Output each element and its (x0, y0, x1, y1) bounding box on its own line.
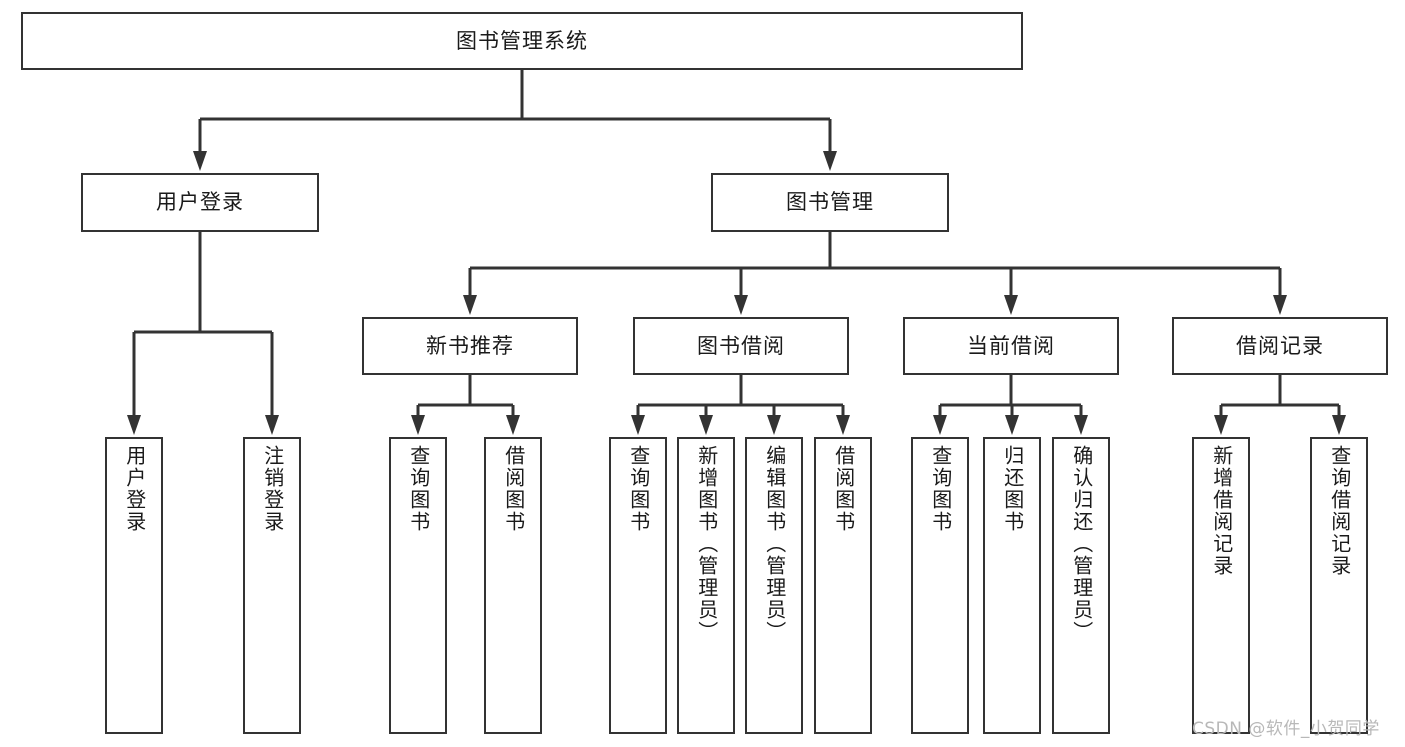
arrow-head-icon (463, 295, 477, 315)
node-leaf-add-record[interactable]: 新增借阅记录 (1192, 437, 1250, 734)
node-label: 借阅记录 (1236, 333, 1324, 358)
arrow-head-icon (411, 415, 425, 435)
node-label: 注销登录 (260, 445, 285, 533)
arrow-head-icon (734, 295, 748, 315)
node-label: 查询图书 (928, 445, 953, 533)
node-leaf-query-book-1[interactable]: 查询图书 (389, 437, 447, 734)
arrow-head-icon (127, 415, 141, 435)
node-label: 图书管理 (786, 190, 874, 215)
arrow-head-icon (631, 415, 645, 435)
node-root[interactable]: 图书管理系统 (21, 12, 1023, 70)
arrow-head-icon (933, 415, 947, 435)
node-leaf-query-book-3[interactable]: 查询图书 (911, 437, 969, 734)
node-leaf-borrow-book-1[interactable]: 借阅图书 (484, 437, 542, 734)
arrow-head-icon (1005, 415, 1019, 435)
node-label: 新增借阅记录 (1209, 445, 1234, 577)
node-label: 编辑图书（管理员） (762, 445, 787, 643)
node-label: 用户登录 (156, 190, 244, 215)
arrow-head-icon (506, 415, 520, 435)
arrow-head-icon (1273, 295, 1287, 315)
arrow-head-icon (1332, 415, 1346, 435)
node-leaf-return-book[interactable]: 归还图书 (983, 437, 1041, 734)
node-label: 查询图书 (626, 445, 651, 533)
node-label: 查询借阅记录 (1327, 445, 1352, 577)
watermark-text: CSDN @软件_小贺同学 (1192, 719, 1380, 739)
node-label: 新增图书（管理员） (694, 445, 719, 643)
node-leaf-add-book[interactable]: 新增图书（管理员） (677, 437, 735, 734)
node-leaf-user-login[interactable]: 用户登录 (105, 437, 163, 734)
node-book-borrow[interactable]: 图书借阅 (633, 317, 849, 375)
node-label: 归还图书 (1000, 445, 1025, 533)
arrow-head-icon (1074, 415, 1088, 435)
arrow-head-icon (836, 415, 850, 435)
node-leaf-borrow-book-2[interactable]: 借阅图书 (814, 437, 872, 734)
node-label: 新书推荐 (426, 333, 514, 358)
node-label: 查询图书 (406, 445, 431, 533)
node-label: 用户登录 (122, 445, 147, 533)
node-new-book-rec[interactable]: 新书推荐 (362, 317, 578, 375)
node-current-borrow[interactable]: 当前借阅 (903, 317, 1119, 375)
node-user-login[interactable]: 用户登录 (81, 173, 319, 232)
node-label: 图书借阅 (697, 333, 785, 358)
node-borrow-record[interactable]: 借阅记录 (1172, 317, 1388, 375)
node-leaf-query-record[interactable]: 查询借阅记录 (1310, 437, 1368, 734)
node-label: 借阅图书 (831, 445, 856, 533)
arrow-head-icon (1214, 415, 1228, 435)
node-label: 借阅图书 (501, 445, 526, 533)
node-book-manage[interactable]: 图书管理 (711, 173, 949, 232)
arrow-head-icon (823, 151, 837, 171)
node-leaf-query-book-2[interactable]: 查询图书 (609, 437, 667, 734)
arrow-head-icon (1004, 295, 1018, 315)
node-leaf-confirm-return[interactable]: 确认归还（管理员） (1052, 437, 1110, 734)
node-label: 当前借阅 (967, 333, 1055, 358)
node-leaf-edit-book[interactable]: 编辑图书（管理员） (745, 437, 803, 734)
arrow-head-icon (193, 151, 207, 171)
arrow-head-icon (699, 415, 713, 435)
node-leaf-user-logout[interactable]: 注销登录 (243, 437, 301, 734)
arrow-head-icon (767, 415, 781, 435)
arrow-head-icon (265, 415, 279, 435)
node-label: 确认归还（管理员） (1069, 445, 1094, 643)
node-label: 图书管理系统 (456, 28, 588, 53)
